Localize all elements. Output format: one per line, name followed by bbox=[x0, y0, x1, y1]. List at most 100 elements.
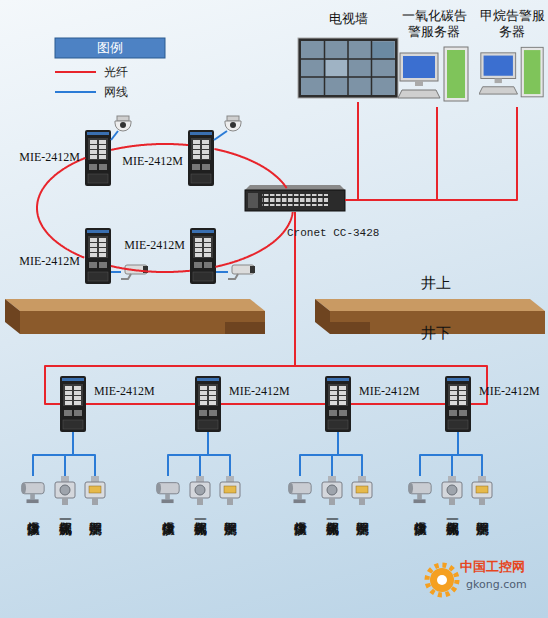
ethernet-link bbox=[200, 432, 208, 476]
ethernet-link bbox=[300, 432, 338, 476]
server-label: 一氧化碳告警服务器 bbox=[396, 5, 472, 40]
camera-cable bbox=[216, 271, 228, 273]
explosion-proof-camera bbox=[408, 483, 431, 503]
explosion-proof-camera bbox=[288, 483, 311, 503]
mine-switch: MIE-2412M bbox=[195, 376, 221, 432]
dome-camera bbox=[115, 116, 131, 131]
mine-switch-label: MIE-2412M bbox=[94, 384, 155, 399]
ch4-detector-node: 甲烷探测器 bbox=[469, 476, 495, 506]
tv-wall-frame bbox=[298, 38, 398, 98]
ground-top bbox=[5, 299, 265, 311]
watermark-gear-teeth bbox=[427, 565, 457, 595]
ground-front bbox=[20, 311, 265, 334]
dome-camera bbox=[225, 116, 241, 131]
tv-wall-tile bbox=[326, 60, 348, 77]
ring-switch-icon bbox=[188, 130, 214, 186]
co-detector-node: 一氧化碳探测器 bbox=[319, 476, 345, 506]
fiber-link bbox=[214, 149, 286, 188]
co-detector bbox=[322, 476, 342, 505]
mine-switch-label: MIE-2412M bbox=[479, 384, 540, 399]
server-label: 甲烷告警服务器 bbox=[478, 5, 546, 40]
ring-switch-label: MIE-2412M bbox=[122, 154, 183, 169]
ring-switch-label: MIE-2412M bbox=[19, 150, 80, 165]
tv-wall: 电视墙 bbox=[295, 8, 401, 102]
co-detector bbox=[190, 476, 210, 505]
co-detector-node: 一氧化碳探测器 bbox=[52, 476, 78, 506]
fiber-link bbox=[221, 403, 325, 405]
fiber-link bbox=[111, 144, 188, 150]
core-switch: Cronet CC-3428 bbox=[245, 188, 345, 212]
camera-cable bbox=[111, 271, 121, 273]
legend-cable-sample bbox=[55, 91, 96, 93]
ring-switch-icon bbox=[85, 228, 111, 284]
core-switch-ports bbox=[262, 194, 328, 206]
watermark: gkong.com bbox=[466, 578, 527, 592]
ring-switch: MIE-2412M bbox=[188, 130, 214, 186]
camera-node: 防爆摄像仪 bbox=[407, 476, 433, 506]
server: 甲烷告警服务器 bbox=[478, 5, 546, 107]
mine-switch-icon bbox=[195, 376, 221, 432]
fiber-link bbox=[345, 107, 437, 200]
ethernet-link bbox=[33, 432, 73, 476]
ring-switch-icon bbox=[190, 228, 216, 284]
explosion-proof-camera bbox=[156, 483, 179, 503]
legend-title-box bbox=[55, 38, 165, 58]
legend-text: 网线 bbox=[104, 85, 128, 99]
tv-wall-tile bbox=[372, 42, 394, 59]
mine-switch-label: MIE-2412M bbox=[229, 384, 290, 399]
ch4-detector bbox=[472, 476, 492, 505]
ring-switch-label: MIE-2412M bbox=[124, 238, 185, 253]
co-detector bbox=[442, 476, 462, 505]
ethernet-link bbox=[73, 432, 95, 476]
mine-switch: MIE-2412M bbox=[325, 376, 351, 432]
ch4-detector-node: 甲烷探测器 bbox=[217, 476, 243, 506]
ch4-detector bbox=[85, 476, 105, 505]
watermark-gear bbox=[430, 568, 454, 592]
ch4-server-computer bbox=[479, 47, 543, 96]
camera-cable bbox=[111, 131, 118, 140]
core-switch-top bbox=[245, 185, 345, 190]
ch4-detector-node: 甲烷探测器 bbox=[349, 476, 375, 506]
ground-side bbox=[315, 299, 330, 334]
ethernet-link bbox=[65, 432, 73, 476]
ch4-detector bbox=[220, 476, 240, 505]
tv-wall-label: 电视墙 bbox=[295, 8, 401, 27]
ch4-detector bbox=[352, 476, 372, 505]
fiber-link bbox=[295, 212, 487, 404]
core-switch-label: Cronet CC-3428 bbox=[287, 226, 379, 241]
mine-switch: MIE-2412M bbox=[445, 376, 471, 432]
fiber-link bbox=[345, 102, 358, 200]
camera-node: 防爆摄像仪 bbox=[287, 476, 313, 506]
mine-switch-icon bbox=[445, 376, 471, 432]
area-label: 井下 bbox=[421, 324, 451, 342]
ring-switch: MIE-2412M bbox=[85, 130, 111, 186]
mine-switch-icon bbox=[325, 376, 351, 432]
fiber-link bbox=[111, 266, 190, 272]
mine-switch-label: MIE-2412M bbox=[359, 384, 420, 399]
fiber-link bbox=[345, 107, 517, 200]
core-switch-panel bbox=[248, 193, 258, 208]
co-detector bbox=[55, 476, 75, 505]
watermark-gear-hole bbox=[437, 575, 447, 585]
ch4-detector-node: 甲烷探测器 bbox=[82, 476, 108, 506]
ring-switch: MIE-2412M bbox=[85, 228, 111, 284]
tv-wall-screen bbox=[301, 41, 395, 95]
mine-switch-icon bbox=[60, 376, 86, 432]
ethernet-link bbox=[168, 432, 208, 476]
legend-title: 图例 bbox=[55, 38, 165, 58]
legend-fiber-sample bbox=[55, 71, 96, 73]
explosion-proof-camera bbox=[21, 483, 44, 503]
ground-step bbox=[330, 322, 370, 334]
fiber-link bbox=[215, 212, 292, 267]
ethernet-link bbox=[338, 432, 362, 476]
ring-switch-label: MIE-2412M bbox=[19, 254, 80, 269]
camera-node: 防爆摄像仪 bbox=[155, 476, 181, 506]
camera-node: 防爆摄像仪 bbox=[20, 476, 46, 506]
co-detector-node: 一氧化碳探测器 bbox=[439, 476, 465, 506]
ground-side bbox=[5, 299, 20, 334]
core-switch-body bbox=[245, 190, 345, 211]
ground-step bbox=[225, 322, 265, 334]
tv-wall-grid bbox=[301, 41, 395, 95]
camera-cable bbox=[214, 131, 227, 140]
legend-text: 光纤 bbox=[104, 65, 128, 79]
